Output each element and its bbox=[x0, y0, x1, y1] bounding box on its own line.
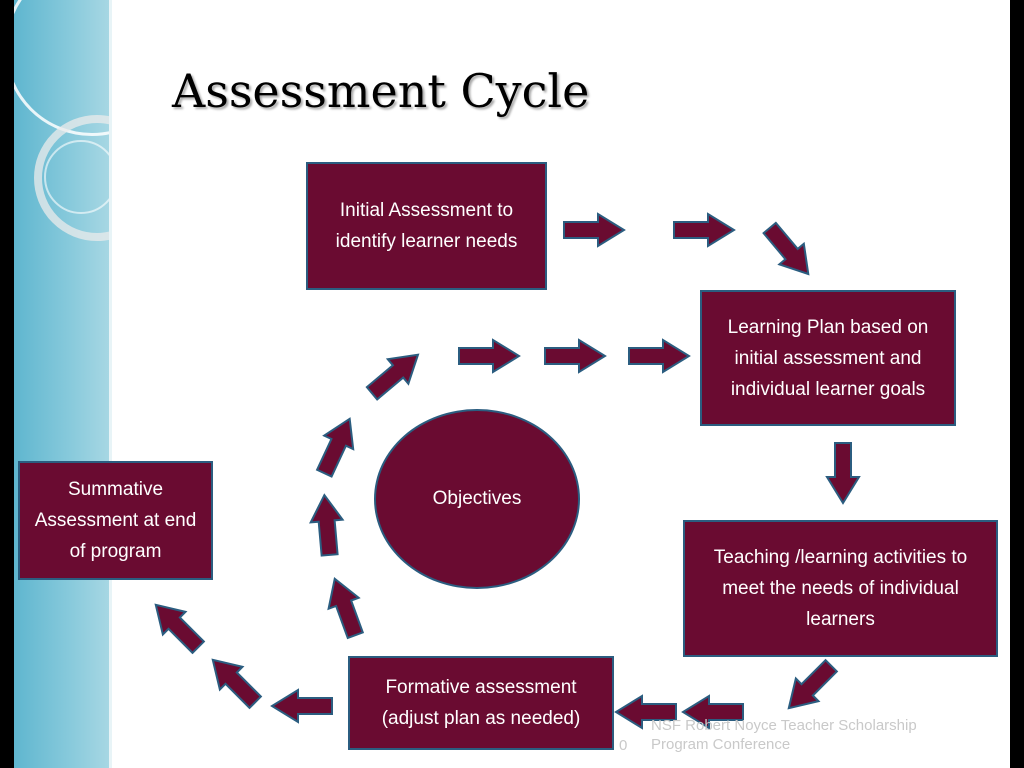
flow-arrow-icon bbox=[755, 215, 824, 287]
summative-assessment-box: Summative Assessment at end of program bbox=[18, 461, 213, 580]
initial-assessment-box: Initial Assessment to identify learner n… bbox=[306, 162, 547, 290]
right-border bbox=[1010, 0, 1024, 768]
flow-arrow-icon bbox=[306, 492, 347, 559]
flow-arrow-icon bbox=[825, 441, 861, 505]
flow-arrow-icon bbox=[681, 694, 745, 730]
flow-arrow-icon bbox=[543, 338, 607, 374]
decorative-sidebar bbox=[14, 0, 112, 768]
objectives-circle: Objectives bbox=[374, 409, 580, 589]
flow-arrow-icon bbox=[359, 340, 431, 409]
flow-arrow-icon bbox=[307, 409, 367, 482]
flow-arrow-icon bbox=[562, 212, 626, 248]
flow-arrow-icon bbox=[317, 571, 373, 643]
slide-title: Assessment Cycle bbox=[172, 64, 590, 118]
flow-arrow-icon bbox=[627, 338, 691, 374]
sidebar-divider bbox=[109, 0, 112, 768]
slide-number: 0 bbox=[619, 737, 628, 754]
learning-plan-box: Learning Plan based on initial assessmen… bbox=[700, 290, 956, 426]
flow-arrow-icon bbox=[270, 688, 334, 724]
flow-arrow-icon bbox=[672, 212, 736, 248]
flow-arrow-icon bbox=[199, 646, 270, 717]
flow-arrow-icon bbox=[775, 652, 846, 723]
decorative-ring bbox=[44, 140, 112, 214]
footer-text: NSF Robert Noyce Teacher Scholarship Pro… bbox=[651, 717, 917, 753]
formative-assessment-box: Formative assessment (adjust plan as nee… bbox=[348, 656, 614, 750]
flow-arrow-icon bbox=[614, 694, 678, 730]
left-border bbox=[0, 0, 14, 768]
flow-arrow-icon bbox=[142, 591, 213, 662]
teaching-activities-box: Teaching /learning activities to meet th… bbox=[683, 520, 998, 657]
flow-arrow-icon bbox=[457, 338, 521, 374]
